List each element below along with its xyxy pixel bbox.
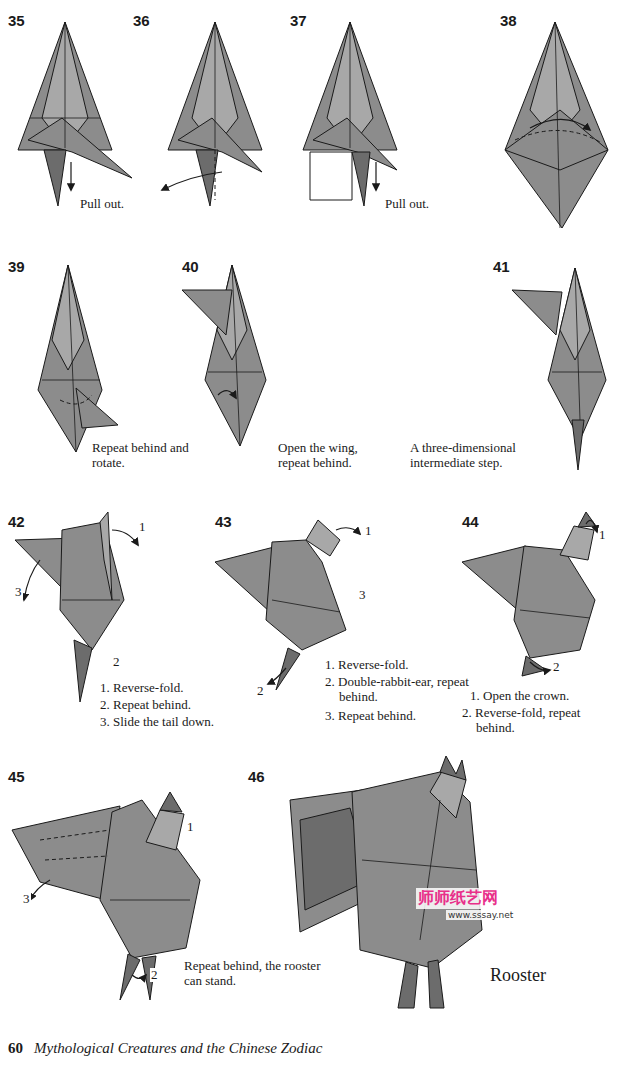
step-number: 35 <box>8 12 25 29</box>
callout-number: 1 <box>598 528 607 542</box>
callout-number: 2 <box>552 660 561 674</box>
callout-number: 3 <box>358 588 367 602</box>
step-37-figure <box>303 22 397 206</box>
instruction-text: A three-dimensional intermediate step. <box>410 440 560 470</box>
instruction-text: Pull out. <box>80 196 124 211</box>
step-number: 46 <box>248 768 265 785</box>
instruction-text: 3. Slide the tail down. <box>100 714 214 729</box>
step-number: 44 <box>462 513 479 530</box>
step-number: 42 <box>8 513 25 530</box>
step-number: 41 <box>493 258 510 275</box>
callout-number: 1 <box>138 520 147 534</box>
watermark-url: www.sssay.net <box>446 910 515 920</box>
callout-number: 1 <box>364 524 373 538</box>
instruction-text: 2. Repeat behind. <box>100 697 191 712</box>
step-41-figure <box>512 268 606 470</box>
instruction-text: 1. Reverse-fold. <box>100 680 183 695</box>
callout-number: 3 <box>14 585 23 599</box>
callout-number: 2 <box>150 968 159 982</box>
callout-number: 2 <box>256 684 265 698</box>
step-number: 39 <box>8 258 25 275</box>
instruction-text: Repeat behind, the rooster can stand. <box>184 958 324 988</box>
step-45-figure <box>12 792 200 1000</box>
callout-number: 3 <box>22 892 31 906</box>
instruction-text: 2. Reverse-fold, repeat behind. <box>462 705 616 735</box>
step-39-figure <box>38 265 118 452</box>
page-number: 60 <box>8 1040 23 1057</box>
instruction-text: 3. Repeat behind. <box>325 708 416 723</box>
instruction-text: 1. Reverse-fold. <box>325 657 408 672</box>
step-number: 37 <box>290 12 307 29</box>
step-44-figure <box>462 512 597 676</box>
step-number: 36 <box>133 12 150 29</box>
instruction-text: Repeat behind and rotate. <box>92 440 204 470</box>
step-38-figure <box>505 22 608 228</box>
callout-number: 2 <box>112 655 121 669</box>
step-42-figure <box>15 512 138 702</box>
book-title: Mythological Creatures and the Chinese Z… <box>34 1040 322 1057</box>
step-36-figure <box>162 22 262 206</box>
step-40-figure <box>182 265 266 446</box>
instruction-text: Open the wing, repeat behind. <box>278 440 390 470</box>
instruction-text: 2. Double-rabbit-ear, repeat behind. <box>325 674 471 704</box>
instruction-text: Pull out. <box>385 196 429 211</box>
step-number: 43 <box>215 513 232 530</box>
step-number: 45 <box>8 768 25 785</box>
step-number: 38 <box>500 12 517 29</box>
watermark: 师师纸艺网 <box>416 888 500 909</box>
callout-number: 1 <box>186 820 195 834</box>
step-35-figure <box>18 22 132 206</box>
model-name: Rooster <box>490 965 546 986</box>
instruction-text: 1. Open the crown. <box>470 688 569 703</box>
step-number: 40 <box>182 258 199 275</box>
